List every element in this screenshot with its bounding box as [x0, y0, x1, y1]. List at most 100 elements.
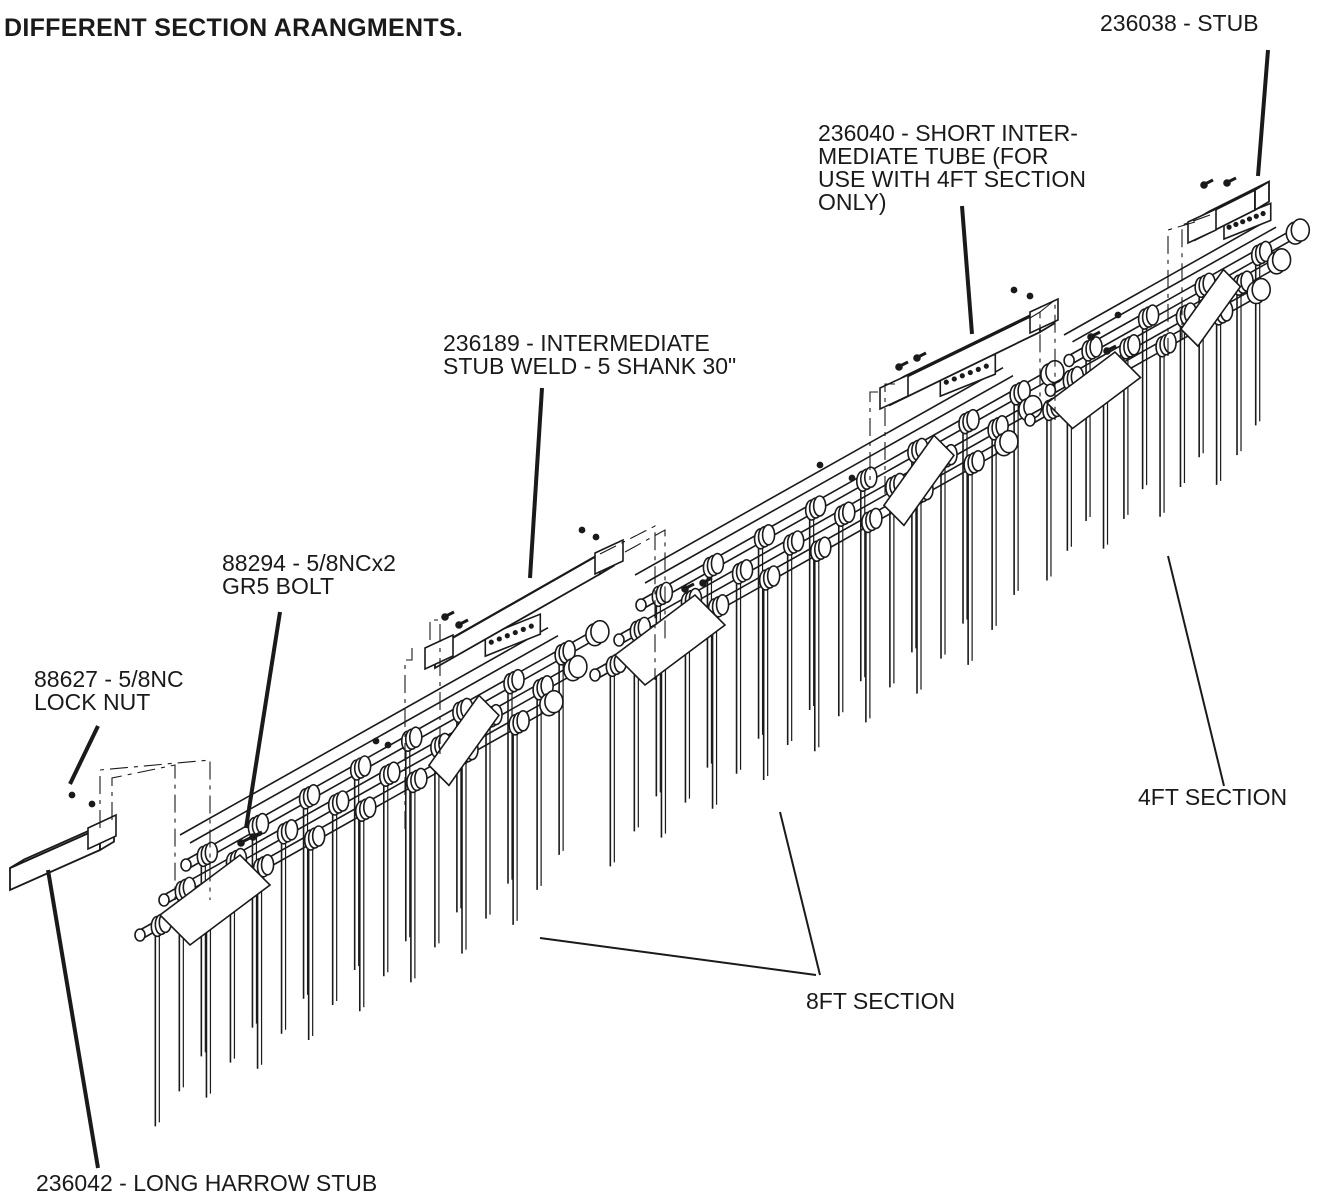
frame-plate [427, 694, 500, 787]
bracket-hole [512, 629, 518, 636]
leader-intermediate-stub [528, 387, 544, 579]
bracket-hole [967, 369, 973, 376]
frame-rail [634, 367, 1004, 576]
alignment-dash [884, 383, 895, 500]
leader-8ft-center [779, 811, 821, 976]
row-tube-end [1044, 383, 1057, 398]
mount-plate [879, 373, 909, 411]
alignment-dash [404, 648, 413, 830]
bolt-head [1200, 181, 1208, 189]
harrow-section-8ft-left [134, 612, 610, 1127]
leader-stub [1256, 49, 1270, 177]
bracket-hole [959, 373, 965, 379]
leader-4ft [1167, 555, 1225, 787]
callout-intermediate-stub-weld: 236189 - INTERMEDIATE STUB WELD - 5 SHAN… [443, 330, 737, 379]
alignment-dash [99, 759, 211, 900]
spring-coil [863, 466, 878, 489]
lock-nut [372, 737, 380, 745]
tube-end [1254, 180, 1270, 212]
row-tube-end [1024, 413, 1036, 427]
intermediate-stub-weld [434, 544, 615, 670]
bolt-head [1087, 333, 1095, 341]
bolt-head [681, 585, 689, 593]
mount-plate [424, 633, 454, 671]
leader-lock-nut [68, 725, 100, 785]
row-tube-end [589, 668, 601, 682]
bracket-hole [975, 366, 981, 372]
bracket-hole [520, 626, 526, 632]
spring-coil [255, 812, 270, 835]
lock-nut [68, 791, 76, 799]
leader-short-tube [960, 205, 974, 335]
bolt-head [1103, 347, 1111, 355]
bracket-hole [1233, 221, 1239, 228]
leader-long-stub [46, 869, 100, 1169]
callout-bolt: 88294 - 5/8NCx2 GR5 BOLT [222, 550, 396, 599]
callout-short-intermediate-tube: 236040 - SHORT INTER- MEDIATE TUBE (FOR … [818, 120, 1086, 215]
bracket-hole [983, 363, 989, 369]
row-end-coil [544, 689, 564, 714]
spring-coil [817, 536, 832, 559]
callout-8ft-section: 8FT SECTION [806, 988, 956, 1014]
spring-coil [260, 853, 275, 876]
lock-nut [592, 533, 600, 541]
spring-coil [761, 523, 776, 546]
row-end-coil [999, 429, 1019, 454]
frame-plate [613, 593, 727, 687]
bolt-head [913, 354, 921, 362]
spring-coil [659, 581, 674, 604]
bracket-hole [1246, 216, 1253, 222]
lock-nut [1114, 311, 1122, 319]
spring-coil [357, 755, 372, 777]
bracket-hole [488, 639, 494, 645]
spring-coil [710, 552, 725, 575]
bracket-hole [504, 633, 510, 639]
callout-lock-nut: 88627 - 5/8NC LOCK NUT [34, 666, 184, 715]
bracket-hole [1253, 213, 1259, 219]
bracket-hole [1226, 224, 1232, 230]
row-end-coil [1290, 218, 1311, 242]
bolt-head [237, 839, 245, 847]
row-tube-end [158, 893, 170, 907]
bracket-hole [528, 623, 534, 629]
spring-coil [335, 790, 350, 812]
alignment-dash [869, 391, 878, 480]
spring-coil [414, 767, 428, 790]
spring-coil [766, 565, 781, 587]
bracket-hole [943, 379, 949, 385]
lock-nut [1026, 292, 1034, 300]
row-end-coil [590, 619, 610, 644]
lock-nut [816, 461, 824, 469]
bolt-head [455, 621, 463, 629]
spring-coil [715, 593, 730, 616]
row-tube-end [180, 858, 192, 872]
spring-coil [966, 408, 980, 431]
spring-coil [311, 825, 326, 847]
row-tube [640, 369, 1051, 601]
row-tube-end [1063, 353, 1075, 368]
frame-rail [644, 375, 1014, 584]
frame-rail [179, 627, 549, 836]
frame-plate [1179, 268, 1242, 348]
lock-nut [848, 474, 856, 482]
row-tube-end [134, 928, 146, 942]
mount-plate [1187, 207, 1217, 245]
spring-coil [1127, 334, 1141, 356]
row-end-coil [1251, 277, 1271, 302]
leader-8ft-left [539, 937, 817, 976]
harrow-section-4ft [1024, 202, 1311, 581]
spring-coil [739, 558, 754, 581]
row-tube-end [613, 633, 625, 647]
spring-coil [204, 841, 219, 864]
frame-plate [882, 434, 955, 527]
frame-rail [1072, 226, 1277, 343]
mount-plate [87, 813, 117, 851]
callout-4ft-section: 4FT SECTION [1138, 784, 1288, 810]
spring-coil [386, 761, 401, 784]
alignment-dash [1029, 311, 1041, 400]
mount-plate [1029, 297, 1059, 335]
spring-coil [790, 530, 805, 552]
bolt-head [249, 833, 257, 841]
